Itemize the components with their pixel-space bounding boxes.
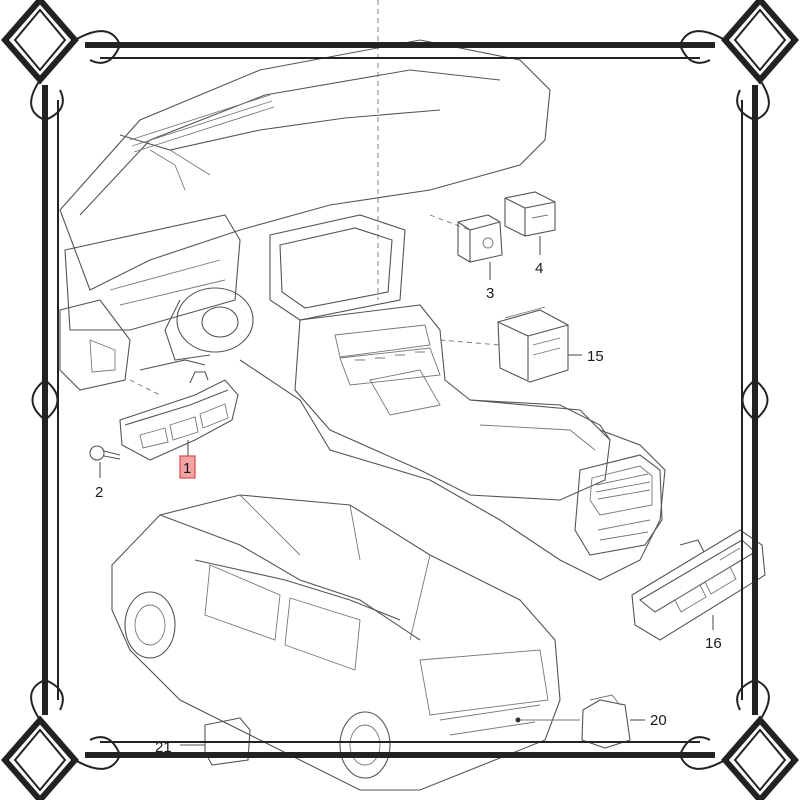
- part-4-switch: [504, 191, 556, 255]
- callout-20: 20: [650, 712, 667, 729]
- dashboard-drawing: [59, 0, 666, 581]
- callout-1: 1: [183, 460, 191, 477]
- corner-ornament-bottom-right: [678, 678, 799, 800]
- car-drawing: [111, 494, 580, 791]
- part-20-switch: [581, 694, 645, 749]
- part-1-switch-module: [119, 371, 239, 461]
- corner-ornament-top-right: [678, 0, 799, 122]
- callout-15: 15: [587, 348, 604, 365]
- corner-ornament-top-left: [1, 0, 122, 122]
- callout-labels: 1 2 3 4 15 16 20 21: [95, 260, 722, 756]
- callout-16: 16: [705, 635, 722, 652]
- side-ornament-left: [31, 378, 59, 422]
- callout-3: 3: [486, 285, 494, 302]
- part-2-screw: [89, 445, 121, 478]
- part-3-switch: [457, 214, 503, 280]
- part-15-switch: [497, 306, 582, 383]
- corner-ornament-bottom-left: [1, 678, 122, 800]
- callout-1-highlight: [179, 455, 196, 479]
- callout-21: 21: [155, 739, 172, 756]
- part-16-rear-control-panel: [631, 529, 766, 641]
- side-ornament-right: [741, 378, 769, 422]
- callout-4: 4: [535, 260, 543, 277]
- callout-2: 2: [95, 484, 103, 501]
